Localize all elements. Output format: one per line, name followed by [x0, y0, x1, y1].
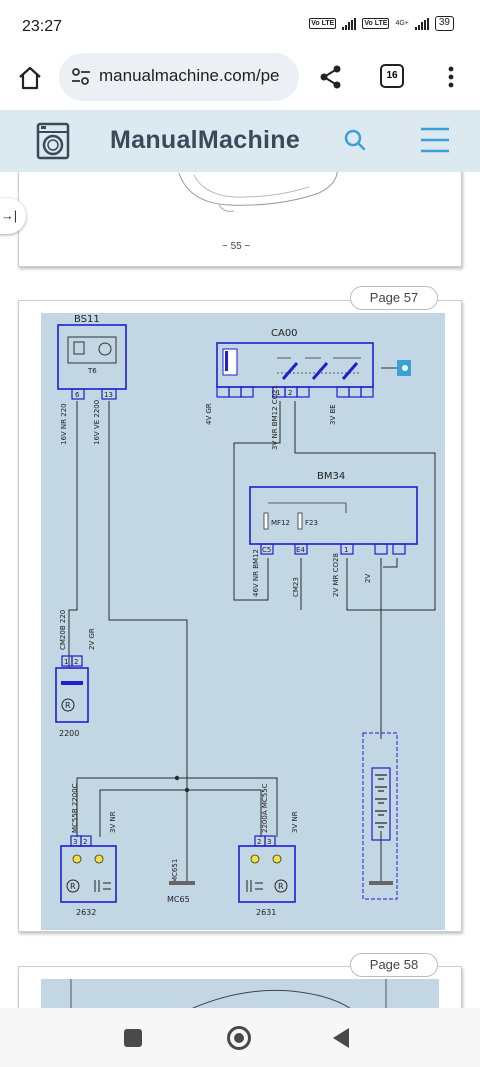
svg-text:R: R [278, 882, 284, 891]
label-2200-pin2: 2 [74, 658, 78, 666]
page-badge-57: Page 57 [350, 286, 438, 310]
label-2200-pin1: 1 [64, 658, 68, 666]
label-wire-cm20b: CM20B 220 [59, 610, 67, 650]
network-type: 4G+ [395, 20, 409, 27]
label-mf12: MF12 [271, 519, 290, 527]
label-wire-2631-a: 2200A MC55C [261, 783, 269, 833]
label-mc65: MC65 [167, 895, 190, 904]
label-bm34-1: 1 [344, 546, 348, 554]
page-badge-58: Page 58 [350, 953, 438, 977]
site-header: ManualMachine [0, 110, 480, 172]
label-wire-3v-nr-r: 3V NR [291, 811, 299, 833]
label-comp-2200: 2200 [59, 729, 79, 738]
car-drawing [178, 172, 338, 212]
page-card-57: BS11 T6 6 13 16V NR 220 16V VE 2200 [18, 300, 462, 932]
label-wire-bs11-b: 16V VE 2200 [93, 400, 101, 445]
label-wire-2v-mr: 2V MR CO28 [332, 553, 340, 597]
page-number-text: ~ 55 ~ [222, 241, 251, 252]
status-icons: Vo LTE Vo LTE 4G+ 39 [309, 16, 454, 31]
label-wire-3v-be: 3V BE [329, 404, 337, 425]
hamburger-icon[interactable] [419, 126, 451, 154]
label-wire-cm23: CM23 [292, 577, 300, 597]
label-bm34-c5: C5 [262, 546, 271, 554]
volte-badge-1: Vo LTE [309, 18, 337, 29]
browser-toolbar: manualmachine.com/pe 16 [0, 52, 480, 110]
search-icon[interactable] [344, 129, 366, 151]
label-2631-pin3: 3 [267, 838, 271, 846]
svg-text:R: R [70, 882, 76, 891]
wiring-diagram: BS11 T6 6 13 16V NR 220 16V VE 2200 [41, 313, 445, 930]
label-bs11: BS11 [74, 314, 100, 325]
label-2632-pin2: 2 [83, 838, 87, 846]
label-ca00-pin2: 2 [288, 389, 292, 397]
label-wire-ca00-mid: 3V NR BM12 CO21 [271, 385, 279, 450]
label-wire-2v: 2V [364, 574, 372, 583]
label-wire-2v-gr: 2V GR [88, 628, 96, 650]
url-text[interactable]: manualmachine.com/pe [99, 66, 280, 85]
document-viewer[interactable]: ~ 55 ~ →| [0, 172, 480, 1008]
label-2631-pin2: 2 [257, 838, 261, 846]
label-comp-2631: 2631 [256, 908, 276, 917]
label-2632-pin3: 3 [73, 838, 77, 846]
system-nav-bar [0, 1008, 480, 1067]
status-time: 23:27 [22, 18, 63, 35]
label-bm34-e4: E4 [296, 546, 305, 554]
label-wire-bs11-a: 16V NR 220 [60, 403, 68, 445]
label-wire-2632-a: MC55B 2200C [71, 783, 79, 833]
label-wire-46v: 46V NR BM12 [252, 549, 260, 597]
more-vert-icon[interactable] [441, 64, 461, 90]
label-comp-2632: 2632 [76, 908, 96, 917]
signal-icon-1 [342, 17, 357, 30]
status-bar: 23:27 Vo LTE Vo LTE 4G+ 39 [0, 0, 480, 52]
label-f23: F23 [305, 519, 318, 527]
tune-icon[interactable] [71, 68, 91, 86]
page58-preview [41, 979, 439, 1008]
back-button[interactable] [333, 1028, 349, 1048]
home-icon[interactable] [16, 64, 44, 92]
label-ca00-pin1: 1 [276, 389, 280, 397]
volte-badge-2: Vo LTE [362, 18, 390, 29]
address-bar[interactable]: manualmachine.com/pe [59, 53, 299, 101]
svg-text:R: R [65, 701, 71, 710]
label-ca00: CA00 [271, 328, 298, 339]
battery-indicator: 39 [434, 16, 454, 31]
label-bm34: BM34 [317, 471, 345, 482]
tab-switcher-button[interactable]: 16 [380, 64, 404, 88]
label-mc651: MC651 [171, 859, 179, 883]
label-t6: T6 [87, 367, 97, 375]
site-brand[interactable]: ManualMachine [110, 126, 301, 154]
label-pin6: 6 [75, 391, 80, 399]
recents-button[interactable] [124, 1029, 142, 1047]
washing-machine-icon[interactable] [36, 122, 70, 160]
share-icon[interactable] [318, 64, 344, 90]
page-card-55: ~ 55 ~ [18, 172, 462, 267]
label-wire-4v: 4V GR [205, 403, 213, 425]
signal-icon-2 [414, 17, 429, 30]
label-wire-3v-nr-l: 3V NR [109, 811, 117, 833]
home-button[interactable] [227, 1026, 251, 1050]
label-pin13: 13 [104, 391, 113, 399]
